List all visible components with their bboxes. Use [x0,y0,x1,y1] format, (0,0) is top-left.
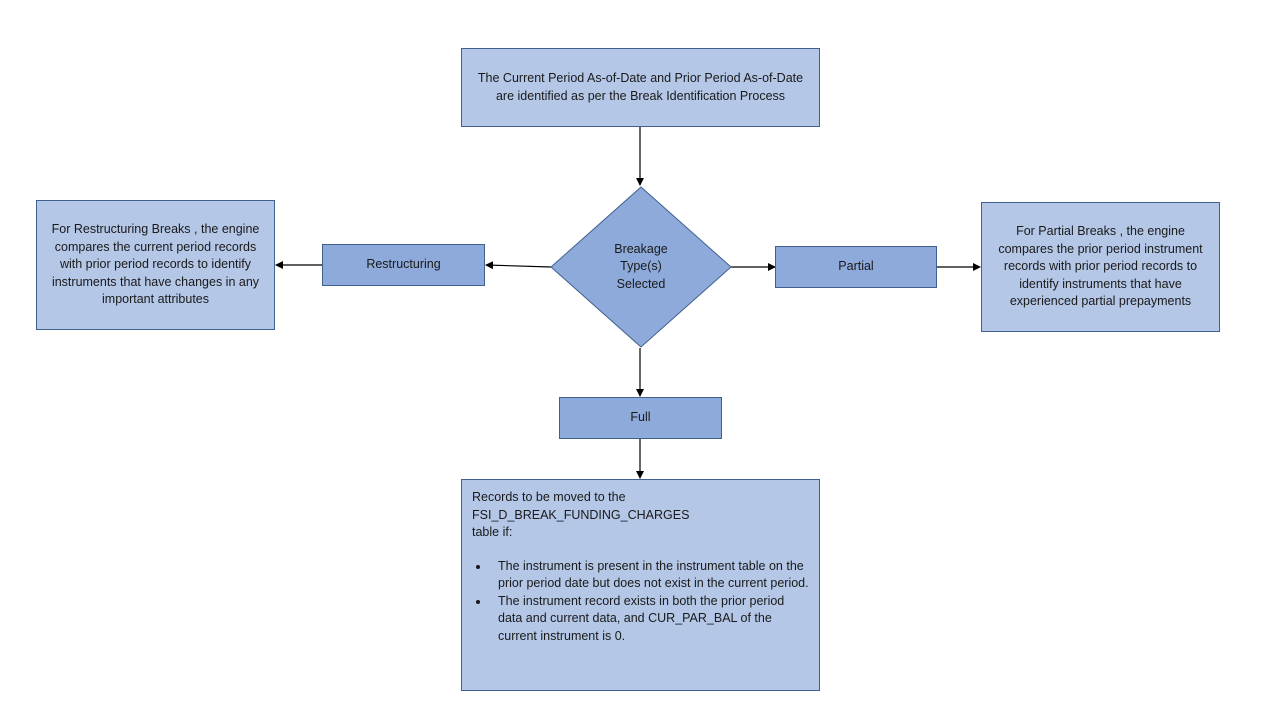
arrow-decision-to-restructuring [485,261,552,270]
records-criteria-box: Records to be moved to the FSI_D_BREAK_F… [461,479,820,691]
records-intro-text: Records to be moved to the FSI_D_BREAK_F… [472,490,690,539]
records-criteria-list: The instrument is present in the instrum… [472,558,809,646]
decision-text: Breakage Type(s) Selected [614,241,668,291]
partial-label: Partial [838,259,874,274]
partial-description-box: For Partial Breaks , the engine compares… [981,202,1220,332]
start-process-text: The Current Period As-of-Date and Prior … [477,71,804,103]
partial-box: Partial [775,246,937,288]
restructuring-description-text: For Restructuring Breaks , the engine co… [51,222,260,307]
start-process-box: The Current Period As-of-Date and Prior … [461,48,820,127]
partial-description-text: For Partial Breaks , the engine compares… [998,224,1203,309]
restructuring-description-box: For Restructuring Breaks , the engine co… [36,200,275,330]
decision-diamond-shape [550,186,732,348]
records-criterion: The instrument is present in the instrum… [490,558,809,593]
records-criterion: The instrument record exists in both the… [490,593,809,646]
restructuring-label: Restructuring [366,257,441,272]
restructuring-box: Restructuring [322,244,485,286]
full-label: Full [630,410,651,425]
full-box: Full [559,397,722,439]
breakage-type-decision: Breakage Type(s) Selected [550,186,732,348]
